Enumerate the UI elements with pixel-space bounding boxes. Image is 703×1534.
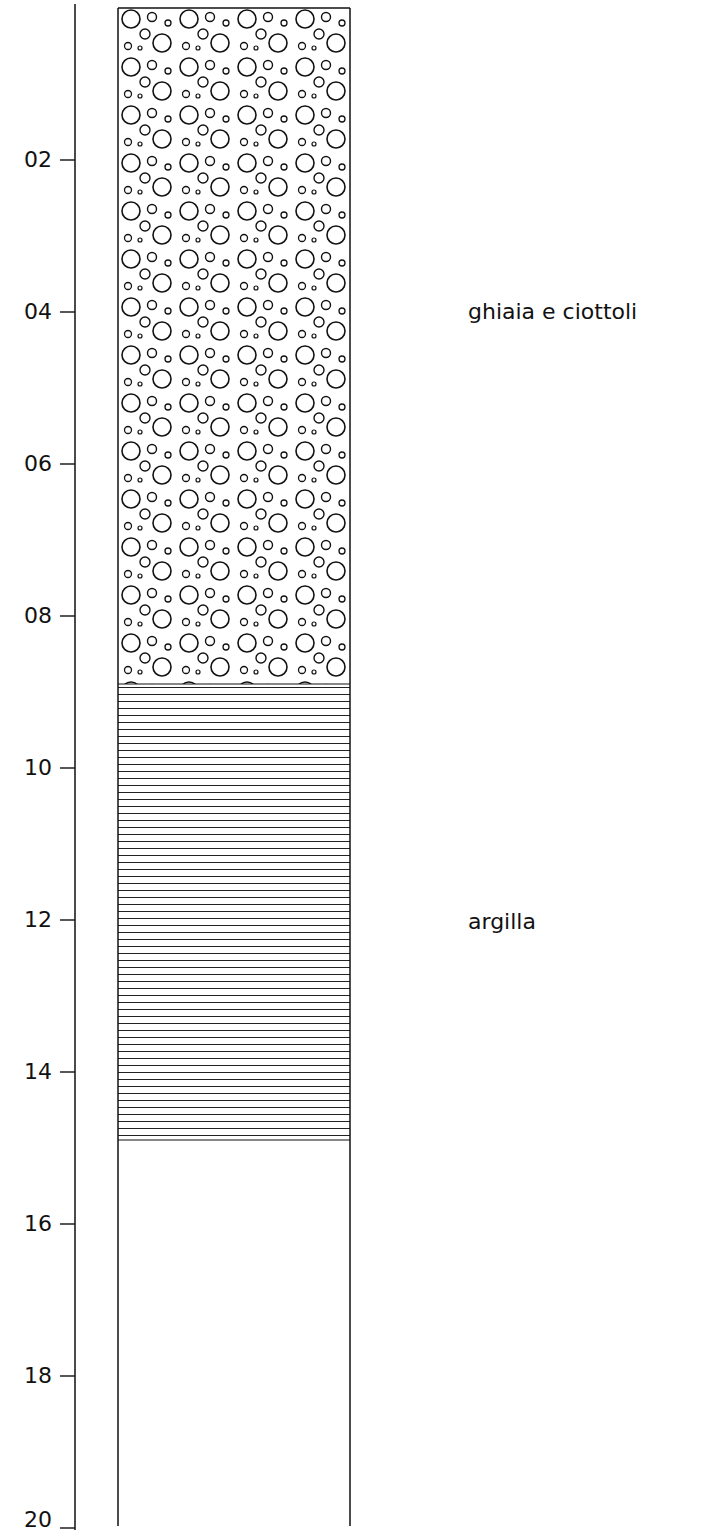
tick-mark [60, 1527, 75, 1528]
tick-mark [60, 1375, 75, 1376]
tick-mark [60, 615, 75, 616]
depth-label: 10 [24, 756, 52, 780]
depth-label: 08 [24, 604, 52, 628]
clay-layer [118, 684, 350, 1140]
tick-mark [60, 767, 75, 768]
depth-label: 20 [24, 1508, 52, 1532]
depth-label: 06 [24, 452, 52, 476]
depth-label: 14 [24, 1060, 52, 1084]
depth-axis [60, 4, 75, 1530]
depth-label: 18 [24, 1364, 52, 1388]
tick-mark [60, 1223, 75, 1224]
layer-label: argilla [468, 910, 536, 934]
depth-label: 12 [24, 908, 52, 932]
depth-label: 04 [24, 300, 52, 324]
layer-label: ghiaia e ciottoli [468, 300, 637, 324]
tick-mark [60, 919, 75, 920]
tick-mark [60, 311, 75, 312]
tick-mark [60, 1071, 75, 1072]
depth-label: 16 [24, 1212, 52, 1236]
column [118, 8, 350, 1526]
depth-label: 02 [24, 148, 52, 172]
gravel-layer [118, 8, 350, 684]
tick-mark [60, 463, 75, 464]
tick-mark [60, 159, 75, 160]
